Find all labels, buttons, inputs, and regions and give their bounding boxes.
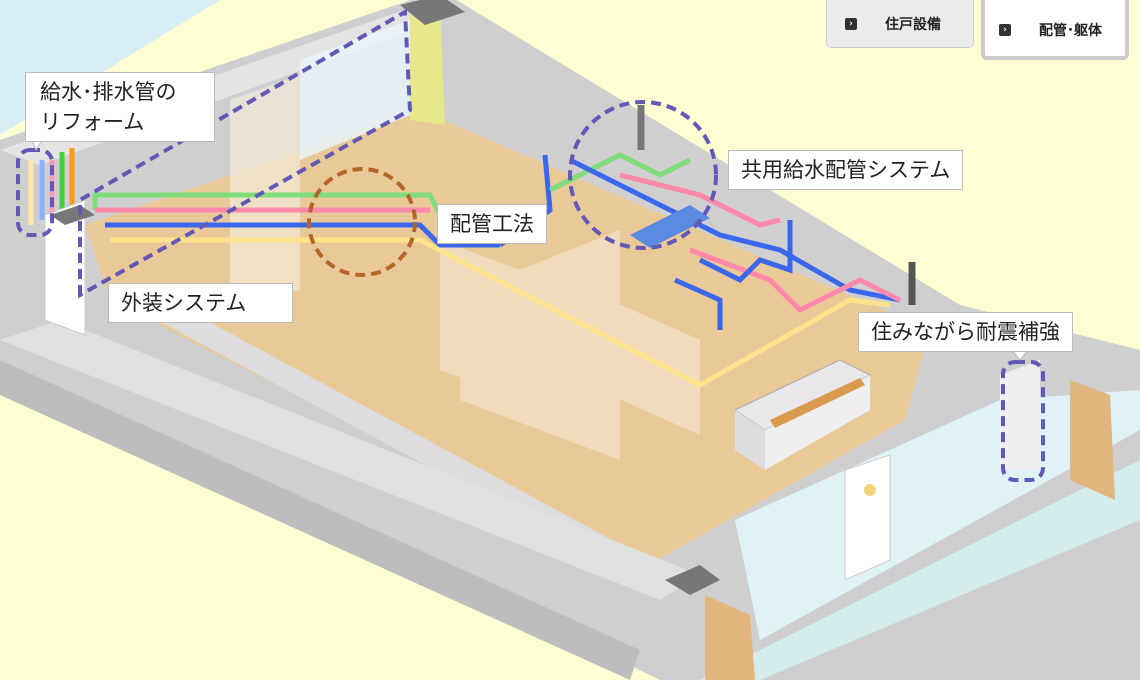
seismic-brace <box>1000 360 1040 470</box>
callout-shared-supply: 共用給水配管システム <box>728 150 964 190</box>
chevron-right-icon: › <box>999 24 1011 36</box>
callout-line: 給水･排水管の <box>40 80 177 104</box>
chevron-right-icon: › <box>845 18 857 30</box>
piping-method-highlight <box>307 167 417 277</box>
riser-column-top <box>50 205 95 225</box>
column-top <box>665 565 720 595</box>
shared-supply-highlight <box>568 100 718 250</box>
balcony-railing <box>700 460 1140 680</box>
riser-highlight <box>16 148 54 237</box>
tab-label: 配管･躯体 <box>1039 23 1102 39</box>
kitchen-counter-front <box>765 375 870 470</box>
light-icon <box>864 484 876 496</box>
callout-piping-method: 配管工法 <box>437 204 547 244</box>
callout-seismic: 住みながら耐震補強 <box>858 312 1073 352</box>
seismic-highlight <box>1001 360 1045 482</box>
kitchen-counter-side <box>735 410 765 470</box>
tab-dwelling-equipment[interactable]: › 住戸設備 <box>826 0 974 48</box>
balcony-partition <box>1070 380 1115 500</box>
tab-piping-structure[interactable]: › 配管･躯体 <box>981 0 1129 60</box>
water-tank <box>630 205 710 248</box>
lower-wall-top <box>0 320 700 600</box>
tab-label: 住戸設備 <box>885 17 941 33</box>
callout-exterior: 外装システム <box>108 283 293 323</box>
door <box>844 454 891 581</box>
column-top <box>400 0 465 25</box>
exterior-highlight <box>78 8 413 299</box>
callout-line: リフォーム <box>40 110 145 134</box>
riser-column <box>44 199 86 336</box>
balcony-partition <box>705 595 755 680</box>
countertop <box>770 378 865 428</box>
window-frame <box>230 75 300 300</box>
lower-wall-side <box>0 360 640 680</box>
column <box>410 5 445 125</box>
pipes <box>92 152 902 388</box>
callout-water-pipes: 給水･排水管の リフォーム <box>25 72 215 142</box>
